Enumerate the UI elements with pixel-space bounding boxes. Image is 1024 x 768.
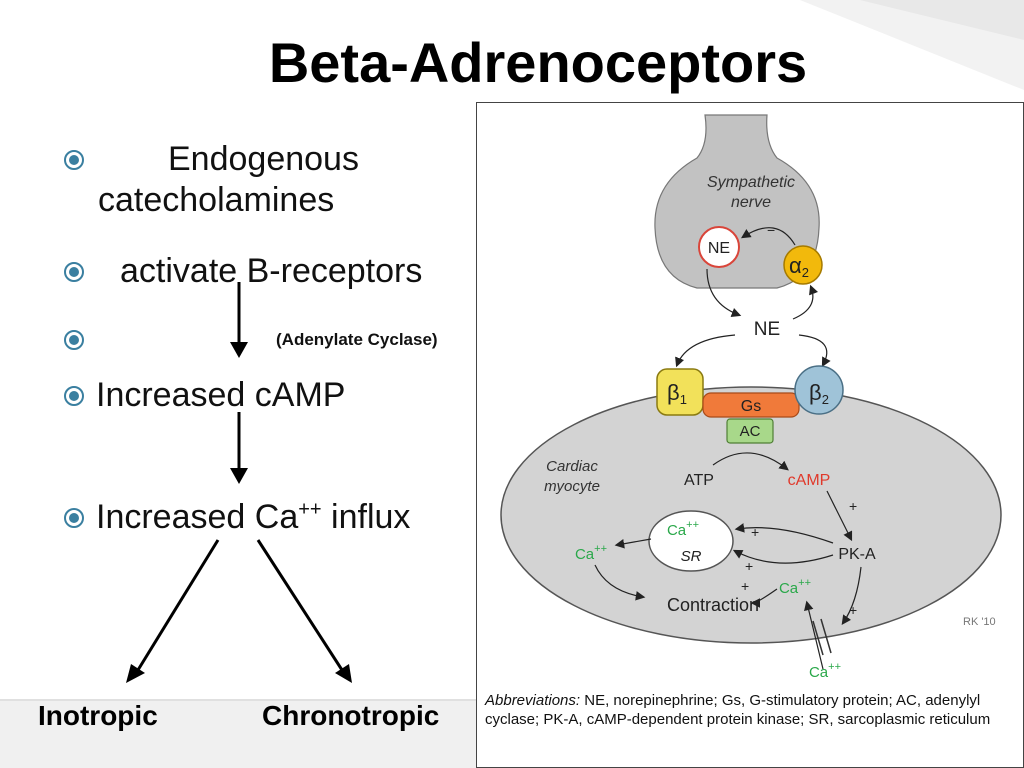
arrow-calcium-to-contraction (594, 564, 646, 601)
arrow-pka-to-sr-upper (734, 523, 834, 544)
plus-pka-sr-upper: + (751, 524, 759, 540)
beta2-label: β2 (809, 380, 829, 407)
bullet-text-catecholamines: catecholamines (98, 181, 335, 219)
arrow-atp-to-camp (712, 452, 789, 471)
arrow-calcium-influx (804, 600, 824, 670)
sr-calcium-label: Ca++ (667, 519, 699, 539)
alpha2-receptor (783, 245, 823, 285)
sarcoplasmic-reticulum (648, 510, 734, 572)
calcium-channel-right (820, 618, 832, 654)
camp-label: cAMP (788, 472, 831, 489)
arrow-receptor-to-cyclase (230, 282, 248, 358)
bullet-icon (64, 262, 84, 282)
ne-released-label: NE (754, 319, 780, 340)
arrow-calcium-to-chronotropic (256, 539, 352, 683)
gs-protein (702, 392, 800, 418)
beta1-label: β1 (667, 380, 687, 407)
plus-influx: + (741, 578, 749, 594)
bullet-camp: Increased cAMP (62, 376, 345, 415)
arrow-ne-to-beta1 (675, 334, 736, 368)
pka-label: PK-A (838, 546, 876, 563)
bullet-icon (64, 330, 84, 350)
extracellular-calcium-label: Ca++ (809, 661, 841, 681)
gs-label: Gs (741, 398, 761, 415)
effect-inotropic: Inotropic (38, 700, 158, 731)
arrow-ne-release (706, 268, 742, 317)
bullet-icon (64, 150, 84, 170)
beta2-receptor (794, 365, 844, 415)
arrow-calcium-to-inotropic (126, 539, 220, 683)
plus-pka-sr-lower: + (745, 558, 753, 574)
beta1-receptor (656, 368, 704, 416)
nerve-label-sympathetic: Sympathetic (707, 174, 795, 191)
arrow-pka-to-channel (841, 566, 862, 625)
calcium-channel-left (812, 620, 824, 656)
bullet-endogenous: Endogenous catecholamines (62, 140, 359, 220)
arrow-ne-to-beta2 (798, 334, 831, 368)
adenylyl-cyclase (726, 418, 774, 444)
ne-vesicle-label: NE (708, 240, 730, 257)
influx-calcium-label: Ca++ (779, 577, 811, 597)
cardiac-myocyte-cell (500, 386, 1002, 644)
inhibit-sign: − (767, 222, 775, 238)
effect-chronotropic: Chronotropic (262, 700, 440, 731)
sympathetic-nerve-terminal (654, 114, 820, 289)
figure-diagram: Sympathetic nerve NE α2 − NE β1 Gs β2 AC… (500, 114, 1002, 681)
arrow-sr-release (614, 538, 652, 549)
plus-camp-pka: + (849, 498, 857, 514)
arrow-alpha2-inhibit (740, 227, 796, 246)
arrow-cyclase-to-camp (230, 412, 248, 484)
flow-arrows (126, 282, 352, 683)
cell-label-myocyte: myocyte (544, 478, 600, 495)
bullet-text-camp: Increased cAMP (96, 376, 346, 414)
arrow-pka-to-sr-lower (732, 549, 834, 564)
plus-pka-channel: + (849, 602, 857, 618)
cell-label-cardiac: Cardiac (546, 458, 598, 475)
arrow-camp-to-pka (826, 490, 853, 542)
bullet-icon (64, 386, 84, 406)
figure-abbreviations: Abbreviations: NE, norepinephrine; Gs, G… (485, 692, 991, 728)
bullet-adenylate: (Adenylate Cyclase) (62, 320, 438, 352)
bullet-text-endogenous: Endogenous (168, 140, 359, 178)
contraction-label: Contraction (667, 595, 759, 615)
bullet-text-calcium: Increased Ca++ influx (96, 498, 411, 536)
bullet-text-adenylate: (Adenylate Cyclase) (276, 330, 438, 349)
beta-receptor-figure: Sympathetic nerve NE α2 − NE β1 Gs β2 AC… (476, 102, 1024, 768)
bullet-activate: activate B-receptors (62, 252, 422, 291)
ne-vesicle (698, 226, 740, 268)
figure-signature: RK '10 (963, 616, 996, 628)
sr-label: SR (681, 548, 702, 565)
cytosol-calcium-label: Ca++ (575, 543, 607, 563)
bullet-calcium: Increased Ca++ influx (62, 498, 410, 537)
ac-label: AC (740, 423, 761, 440)
arrow-influx-to-contraction (750, 588, 778, 608)
slide-title: Beta-Adrenoceptors (268, 31, 808, 94)
nerve-label-nerve: nerve (731, 194, 771, 211)
arrow-ne-to-alpha2 (792, 284, 819, 320)
bullet-text-activate: activate B-receptors (120, 252, 423, 290)
atp-label: ATP (684, 472, 714, 489)
alpha2-label: α2 (789, 253, 809, 280)
bullet-icon (64, 508, 84, 528)
